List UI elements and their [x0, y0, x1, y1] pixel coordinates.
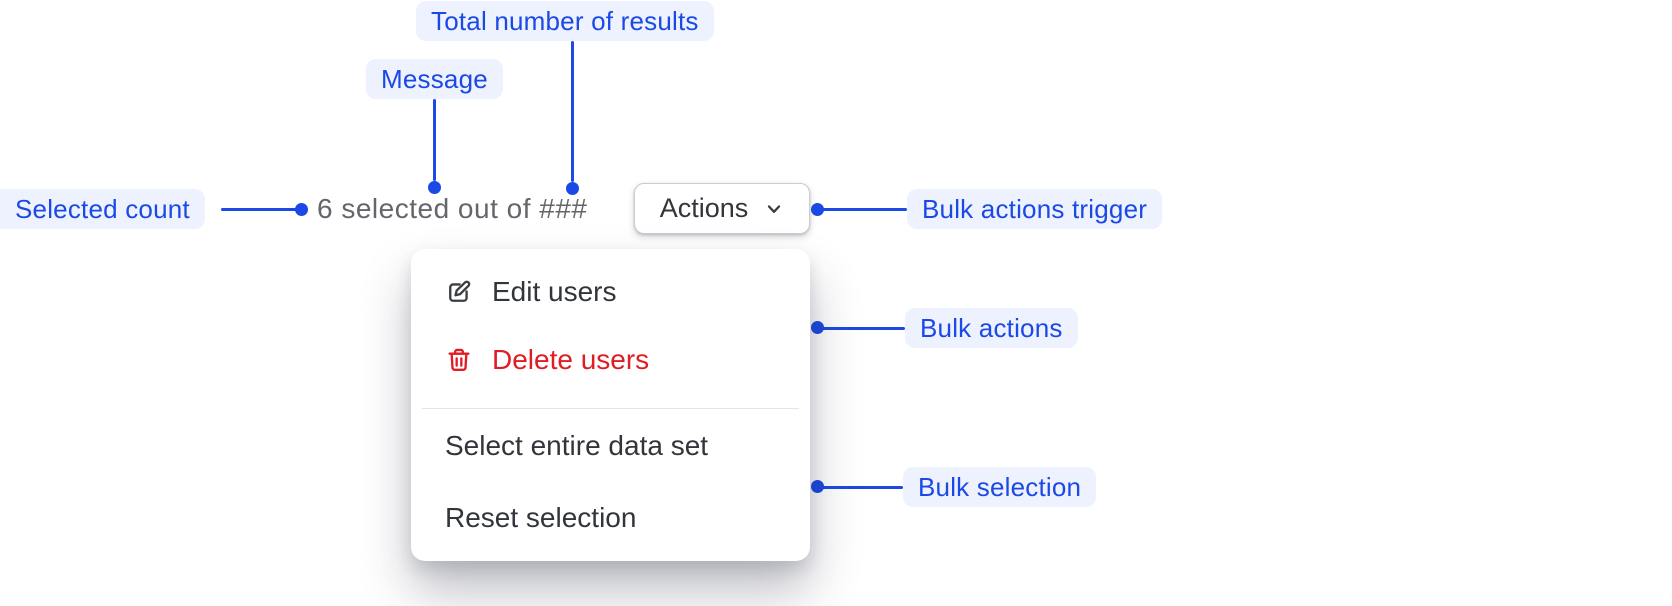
menu-item-label: Delete users [492, 344, 650, 375]
connector-line-bulk-actions [818, 327, 905, 330]
annotation-label-bulk-actions-trigger: Bulk actions trigger [907, 189, 1163, 229]
menu-item-delete-users[interactable]: Delete users [411, 326, 810, 394]
menu-item-edit-users[interactable]: Edit users [411, 258, 810, 326]
annotation-label-bulk-actions: Bulk actions [905, 308, 1078, 348]
connector-dot-bulk-selection [811, 480, 824, 493]
menu-item-reset-selection[interactable]: Reset selection [411, 482, 810, 554]
connector-line-selected-count [221, 208, 302, 211]
connector-dot-bulk-actions-trigger [811, 203, 824, 216]
bulk-actions-menu: Edit users Delete users Select entire da… [411, 249, 810, 561]
menu-item-label: Select entire data set [445, 430, 709, 461]
menu-item-label: Edit users [492, 276, 617, 307]
connector-line-message [433, 99, 436, 181]
connector-dot-selected-count [295, 203, 308, 216]
selection-message: 6 selected out of ### [317, 193, 588, 224]
chevron-down-icon [764, 199, 784, 219]
menu-item-label: Reset selection [445, 502, 637, 533]
connector-dot-message [428, 181, 441, 194]
annotation-label-message: Message [366, 59, 503, 99]
edit-icon [445, 278, 473, 306]
connector-dot-bulk-actions [811, 321, 824, 334]
annotation-label-bulk-selection: Bulk selection [903, 467, 1097, 507]
connector-dot-total-results [566, 182, 579, 195]
bulk-actions-trigger-button[interactable]: Actions [634, 183, 810, 234]
menu-item-select-entire-data-set[interactable]: Select entire data set [411, 410, 810, 482]
bulk-actions-trigger-label: Actions [659, 193, 749, 223]
connector-line-bulk-actions-trigger [818, 208, 907, 211]
connector-line-total-results [571, 41, 574, 182]
trash-icon [445, 346, 473, 374]
annotation-label-total-results: Total number of results [416, 1, 714, 41]
connector-line-bulk-selection [818, 486, 903, 489]
annotation-label-selected-count: Selected count [0, 189, 205, 229]
menu-divider [422, 408, 799, 409]
